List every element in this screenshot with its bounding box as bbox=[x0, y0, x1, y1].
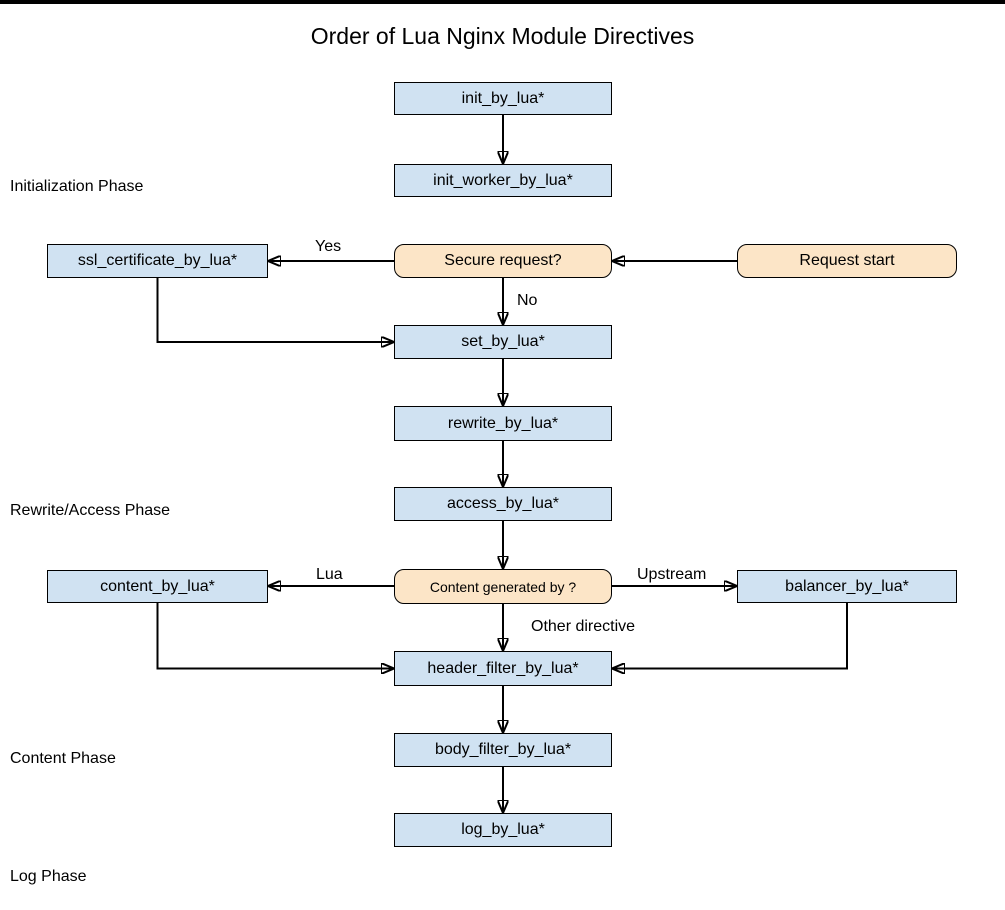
node-ssl-certificate-by-lua: ssl_certificate_by_lua* bbox=[47, 244, 268, 278]
phase-label-log: Log Phase bbox=[10, 868, 87, 885]
node-log-by-lua: log_by_lua* bbox=[394, 813, 612, 847]
edge-label-upstream: Upstream bbox=[637, 566, 707, 583]
arrow-content-to-header bbox=[156, 603, 393, 669]
phase-label-content: Content Phase bbox=[10, 750, 116, 767]
edge-label-no: No bbox=[517, 292, 538, 309]
phase-band-log bbox=[0, 0, 1005, 4]
edge-label-other-directive: Other directive bbox=[531, 618, 636, 635]
node-content-generated-by: Content generated by ? bbox=[394, 569, 612, 604]
node-secure-request: Secure request? bbox=[394, 244, 612, 278]
node-rewrite-by-lua: rewrite_by_lua* bbox=[394, 406, 612, 441]
edge-label-lua: Lua bbox=[316, 566, 343, 583]
diagram-title: Order of Lua Nginx Module Directives bbox=[310, 23, 695, 49]
node-balancer-by-lua: balancer_by_lua* bbox=[737, 570, 957, 603]
phase-label-initialization: Initialization Phase bbox=[10, 178, 144, 195]
node-header-filter-by-lua: header_filter_by_lua* bbox=[394, 651, 612, 686]
edge-label-yes: Yes bbox=[315, 238, 342, 255]
arrow-balancer-to-header bbox=[614, 603, 848, 669]
node-content-by-lua: content_by_lua* bbox=[47, 570, 268, 603]
node-init-by-lua: init_by_lua* bbox=[394, 82, 612, 115]
node-set-by-lua: set_by_lua* bbox=[394, 325, 612, 359]
node-init-worker-by-lua: init_worker_by_lua* bbox=[394, 164, 612, 197]
node-access-by-lua: access_by_lua* bbox=[394, 487, 612, 521]
phase-label-rewrite-access: Rewrite/Access Phase bbox=[10, 502, 171, 519]
node-body-filter-by-lua: body_filter_by_lua* bbox=[394, 733, 612, 767]
node-request-start: Request start bbox=[737, 244, 957, 278]
arrow-ssl-to-set bbox=[156, 278, 393, 342]
